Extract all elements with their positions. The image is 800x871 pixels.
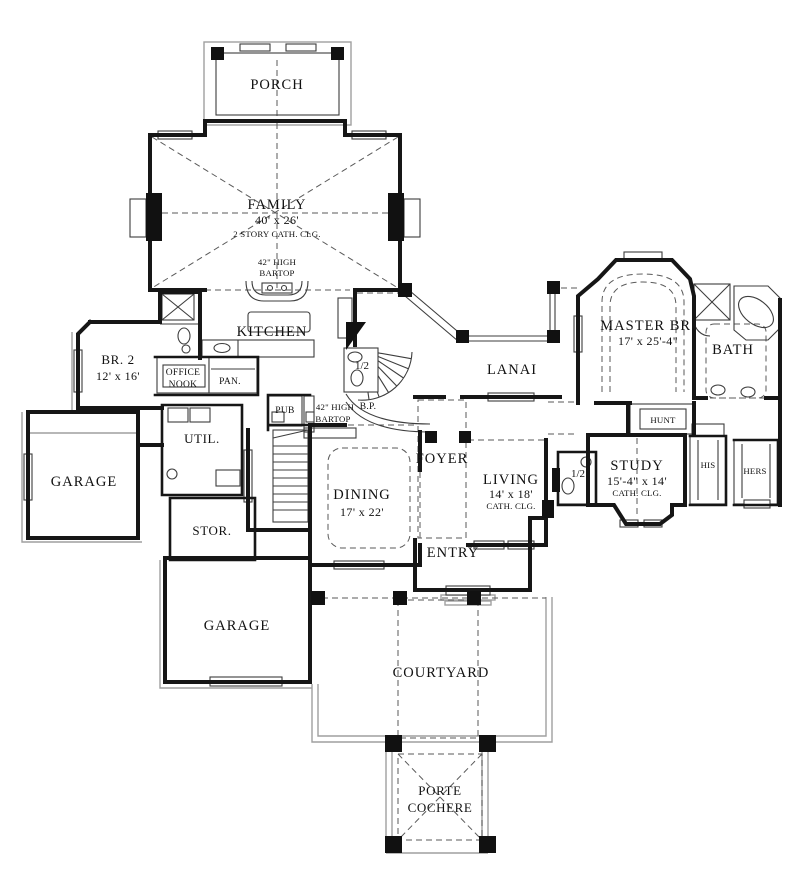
room-dims-master: 17' x 25'-4"	[618, 334, 678, 348]
room-label-master: MASTER BR.	[600, 318, 695, 334]
room-note-family: 2 STORY CATH. CLG.	[233, 229, 320, 239]
room-label-util: UTIL.	[184, 431, 220, 446]
label-bartop-pub-2: BARTOP	[315, 414, 350, 424]
room-label-living: LIVING	[483, 472, 539, 488]
room-label-porte-1: PORTE	[418, 783, 461, 798]
label-hunt: HUNT	[650, 415, 676, 425]
room-label-bath: BATH	[712, 342, 754, 358]
columns-and-fireplaces	[146, 47, 560, 853]
room-label-porte-2: COCHERE	[408, 800, 473, 815]
room-dims-dining: 17' x 22'	[340, 505, 384, 519]
room-dims-family: 40' x 26'	[255, 213, 299, 227]
room-label-stor: STOR.	[192, 523, 231, 538]
room-label-porch: PORCH	[250, 77, 303, 93]
room-dims-living: 14' x 18'	[489, 487, 533, 501]
room-label-study: STUDY	[610, 458, 663, 474]
label-pub: PUB	[275, 406, 294, 416]
room-label-garage-left: GARAGE	[51, 474, 117, 490]
walls	[26, 119, 782, 684]
label-bartop-family-2: BARTOP	[259, 268, 294, 278]
room-label-garage-rear: GARAGE	[204, 618, 270, 634]
room-dims-br2: 12' x 16'	[96, 369, 140, 383]
label-office-nook-1: OFFICE	[166, 368, 201, 378]
label-half-bath-study: 1/2	[571, 468, 585, 480]
room-label-lanai: LANAI	[487, 362, 537, 378]
room-labels: PORCH FAMILY 40' x 26' 2 STORY CATH. CLG…	[51, 77, 767, 815]
label-hers: HERS	[743, 466, 766, 476]
label-bartop-pub-1: 42" HIGH	[316, 402, 355, 412]
room-label-foyer: FOYER	[416, 451, 469, 467]
room-note-study: CATH. CLG.	[612, 488, 661, 498]
room-note-living: CATH. CLG.	[486, 501, 535, 511]
label-bp: B.P.	[360, 402, 377, 412]
room-label-dining: DINING	[333, 487, 391, 503]
label-office-nook-2: NOOK	[169, 380, 198, 390]
room-label-br2: BR. 2	[101, 352, 134, 367]
room-label-entry: ENTRY	[427, 545, 480, 561]
label-pantry: PAN.	[219, 377, 241, 387]
room-label-kitchen: KITCHEN	[237, 324, 308, 340]
dashed-lines	[151, 60, 767, 841]
room-label-family: FAMILY	[247, 197, 306, 213]
site-lines	[21, 41, 553, 854]
label-bartop-family-1: 42" HIGH	[258, 257, 297, 267]
label-his: HIS	[701, 460, 716, 470]
room-label-courtyard: COURTYARD	[393, 665, 490, 681]
room-dims-study: 15'-4" x 14'	[607, 474, 667, 488]
label-half-bath-main: 1/2	[355, 360, 369, 372]
